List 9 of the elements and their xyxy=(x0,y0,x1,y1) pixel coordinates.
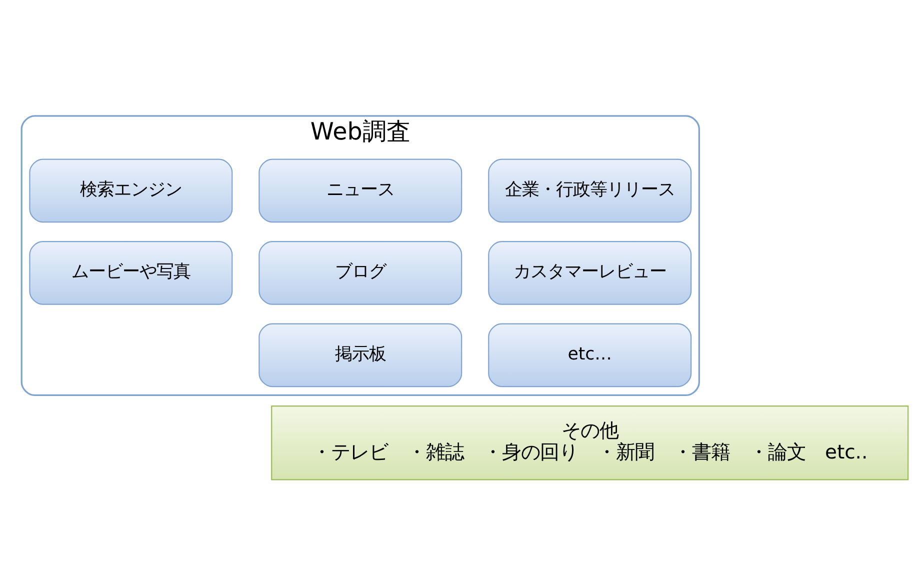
node-box: ニュース xyxy=(258,158,462,222)
node-box: 企業・行政等リリース xyxy=(488,158,692,222)
node-box: 掲示板 xyxy=(258,322,462,387)
node-box: 検索エンジン xyxy=(29,158,233,222)
node-box: ブログ xyxy=(258,240,462,304)
node-box: ムービーや写真 xyxy=(29,240,233,304)
node-box: カスタマーレビュー xyxy=(488,240,692,304)
node-box: その他 ・テレビ ・雑誌 ・身の回り ・新聞 ・書籍 ・論文 etc.. xyxy=(271,405,909,480)
node-box: etc… xyxy=(488,322,692,387)
